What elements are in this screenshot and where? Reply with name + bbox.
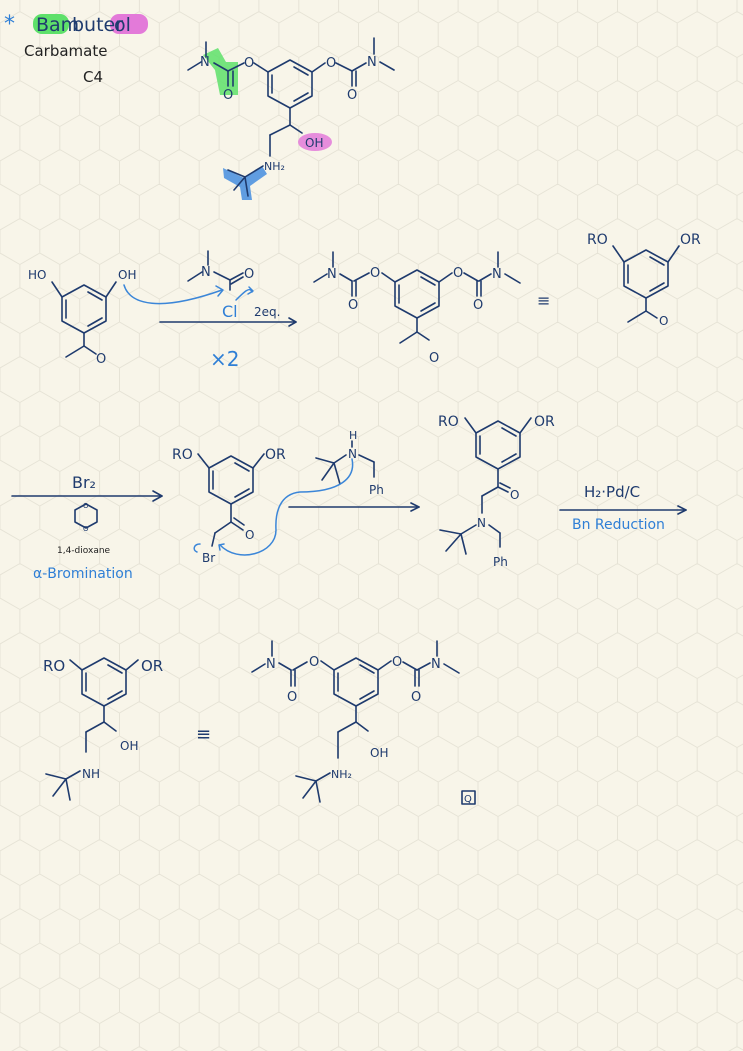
equivalence-sign: ≡ [537, 291, 550, 310]
aminoketone-intermediate: RO OR O N Ph [438, 414, 555, 569]
step1-conditions: Cl 2eq. ×2 [123, 284, 297, 371]
atom-n: N [348, 447, 357, 461]
equivalence-sign-final: ≡ [196, 724, 211, 745]
atom-br: Br [202, 551, 215, 565]
star-mark: * [4, 12, 15, 37]
curly-arrow-substitution [219, 458, 354, 556]
atom-o: O [245, 528, 254, 542]
atom-o: O [309, 655, 319, 670]
atom-oh: OH [305, 136, 323, 150]
title-highlight-green [33, 14, 69, 34]
atom-oh: OH [370, 746, 388, 760]
curly-arrow-nucleophile [123, 284, 223, 305]
atom-o: O [223, 88, 233, 103]
atom-o: O [370, 266, 380, 281]
atom-o: O [453, 266, 463, 281]
atom-o: O [83, 502, 89, 510]
atom-n: N [200, 55, 210, 70]
atom-o: O [392, 655, 402, 670]
atom-oh: OH [120, 739, 138, 753]
step4-conditions: H₂·Pd/C Bn Reduction [559, 483, 687, 533]
title-highlight-pink [110, 14, 148, 34]
atom-o: O [659, 314, 668, 328]
atom-o: O [244, 267, 254, 282]
atom-o: O [96, 352, 106, 367]
dioxane-ring [74, 503, 98, 529]
title-part-c: ol [114, 14, 131, 36]
carbon-count: C4 [83, 68, 103, 86]
svg-text:Q: Q [464, 794, 472, 805]
step2-label: α-Bromination [33, 566, 133, 582]
atom-o: O [348, 298, 358, 313]
product-biscarbamate-ketone: O O N O O N O [313, 251, 521, 366]
atom-ph: Ph [493, 555, 508, 569]
tert-butylbenzylamine-reagent: H N Ph [315, 429, 384, 497]
atom-n: N [367, 55, 377, 70]
atom-o: O [83, 525, 89, 533]
title-part-b: buter [72, 14, 123, 36]
atom-o: O [510, 488, 519, 502]
atom-nh: NH [82, 767, 100, 781]
solvent-dioxane: 1,4-dioxane [57, 546, 111, 556]
reagent-br2: Br₂ [72, 473, 96, 492]
atom-n: N [477, 516, 486, 530]
step2-conditions: Br₂ O O 1,4-dioxane α-Bromination [11, 473, 163, 582]
reagent-equiv: 2eq. [254, 305, 280, 319]
atom-oh: OH [118, 268, 136, 282]
bambuterol-structure: O O N O O N OH NH₂ [187, 37, 395, 200]
atom-o: O [411, 690, 421, 705]
reagent-h2-pd: H₂·Pd/C [584, 483, 640, 501]
atom-n: N [201, 265, 211, 280]
atom-or: OR [265, 447, 286, 463]
atom-h: H [349, 429, 357, 442]
carbamate-highlight [203, 48, 238, 95]
step3-arrows [218, 458, 420, 556]
header: * Bam buter ol Carbamate C4 [4, 12, 148, 86]
atom-nh2: NH₂ [264, 160, 285, 173]
multiplier-x2: ×2 [210, 347, 239, 371]
carbamoyl-chloride-reagent: N O [187, 250, 254, 291]
atom-n: N [431, 657, 441, 672]
subtitle-carbamate: Carbamate [24, 42, 107, 60]
hydroxyl-highlight [298, 133, 332, 151]
atom-o: O [326, 56, 336, 71]
atom-o: O [429, 351, 439, 366]
atom-or: OR [141, 657, 163, 675]
atom-o: O [244, 56, 254, 71]
step4-label: Bn Reduction [572, 517, 665, 533]
tert-butyl-highlight [223, 166, 267, 200]
atom-o: O [287, 690, 297, 705]
atom-or: OR [680, 232, 701, 248]
atom-ro: RO [438, 414, 459, 430]
atom-ho: HO [28, 268, 46, 282]
atom-ph: Ph [369, 483, 384, 497]
atom-n: N [492, 267, 502, 282]
end-mark: Q [461, 790, 476, 805]
final-bambuterol-structure: O O N O O N OH NH₂ [251, 640, 460, 803]
atom-n: N [266, 657, 276, 672]
final-abbreviated-product: RO OR OH NH [43, 657, 163, 801]
reagent-cl: Cl [222, 302, 238, 321]
starting-material-resorcinol: HO OH O [28, 268, 136, 367]
title-part-a: Bam [36, 14, 79, 36]
atom-or: OR [534, 414, 555, 430]
atom-o: O [473, 298, 483, 313]
bromoketone-intermediate: RO OR O Br [172, 447, 286, 565]
atom-ro: RO [43, 657, 65, 675]
atom-ro: RO [172, 447, 193, 463]
atom-o: O [347, 88, 357, 103]
atom-nh2: NH₂ [331, 768, 352, 781]
abbreviated-ketone: RO OR O [587, 232, 701, 328]
atom-ro: RO [587, 232, 608, 248]
atom-n: N [327, 267, 337, 282]
